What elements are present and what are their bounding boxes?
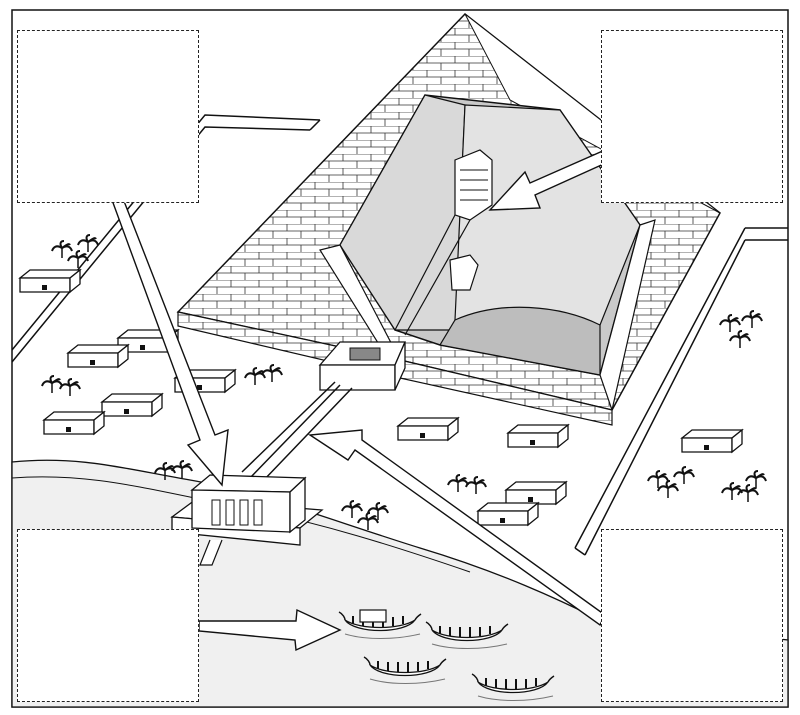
causeway bbox=[241, 381, 353, 483]
mortuary-temple bbox=[318, 341, 406, 391]
label-box-top-left[interactable] bbox=[17, 30, 199, 203]
label-box-bottom-left[interactable] bbox=[17, 529, 199, 702]
boats bbox=[338, 609, 555, 702]
enclosure-wall-right bbox=[574, 227, 788, 556]
arrow-top-left bbox=[111, 195, 229, 487]
arrow-top-right bbox=[488, 149, 609, 211]
arrow-bottom-right bbox=[307, 429, 606, 627]
queens-chamber bbox=[449, 254, 479, 291]
arrow-bottom-left bbox=[198, 608, 342, 652]
valley-temple bbox=[170, 474, 324, 566]
pointer-arrows bbox=[111, 149, 609, 652]
grand-gallery bbox=[394, 214, 471, 336]
label-box-bottom-right[interactable] bbox=[601, 529, 783, 702]
burial-chamber bbox=[454, 149, 493, 221]
label-box-top-right[interactable] bbox=[601, 30, 783, 203]
